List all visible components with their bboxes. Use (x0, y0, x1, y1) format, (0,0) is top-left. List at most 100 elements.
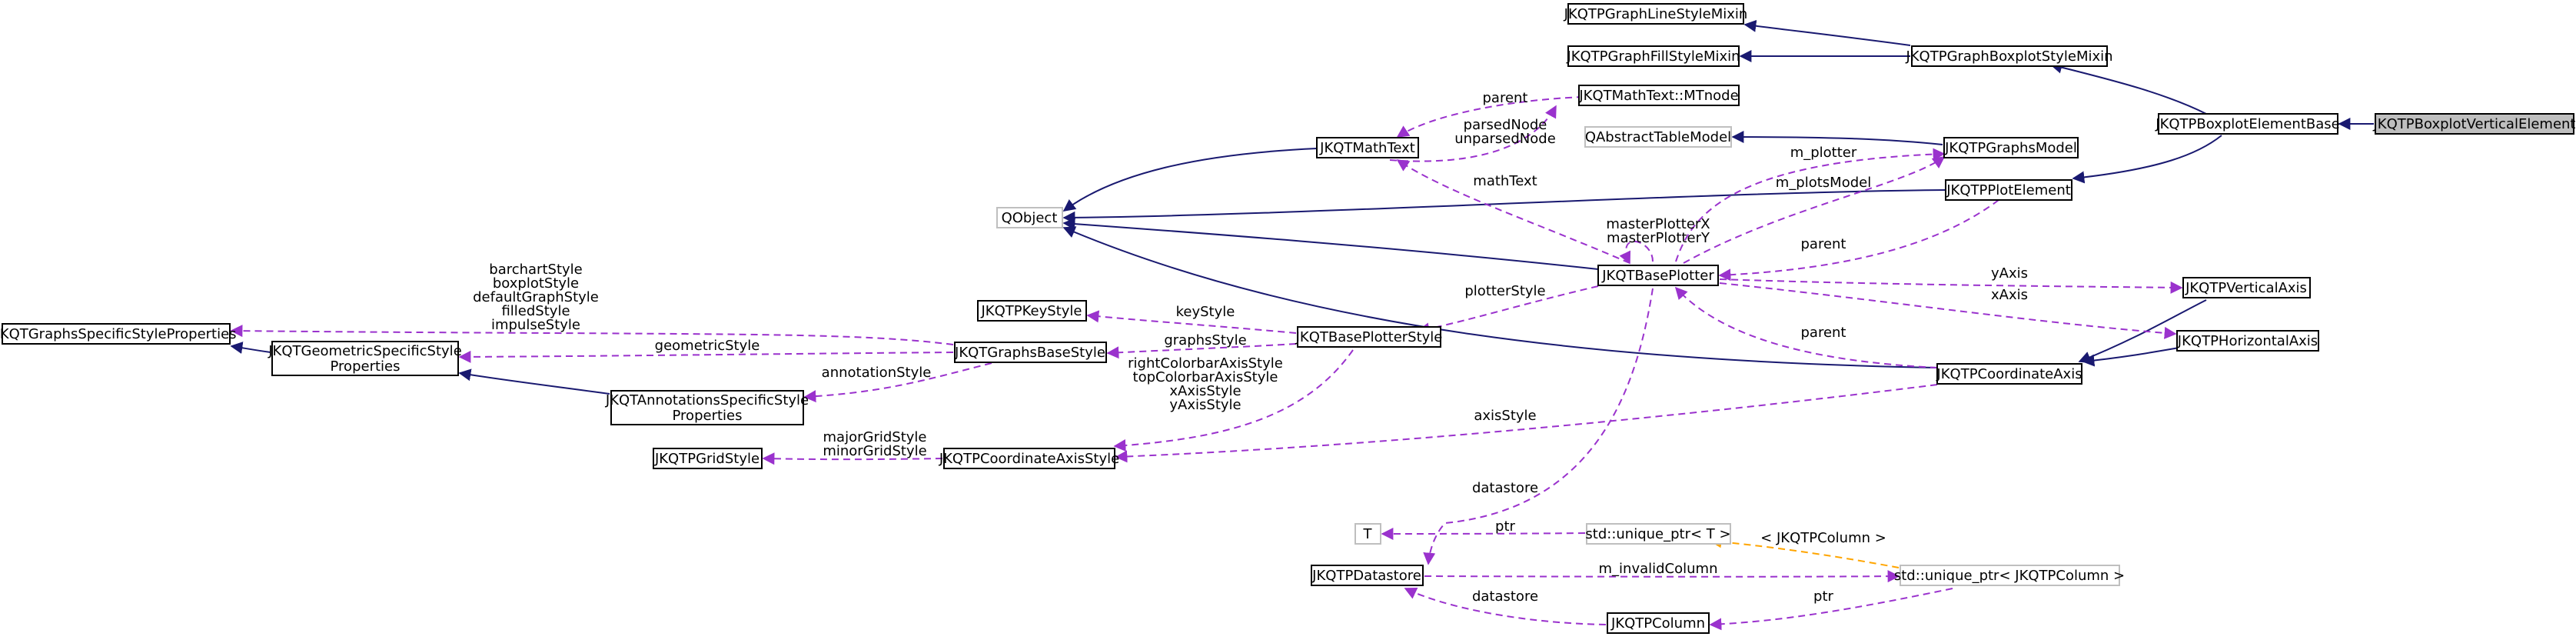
label-filled-style: filledStyle (501, 303, 570, 319)
svg-text:T: T (1363, 526, 1373, 542)
node-template-t[interactable]: T (1354, 523, 1381, 545)
node-annotations-specific-style-properties[interactable]: JKQTAnnotationsSpecificStyle Properties (605, 390, 809, 425)
node-vertical-axis[interactable]: JKQTPVerticalAxis (2182, 277, 2311, 298)
edge-base-to-boxplot-mixin (2049, 61, 2207, 115)
edge-m-invalid-column (1424, 570, 1900, 583)
node-qobject[interactable]: QObject (996, 207, 1063, 228)
label-default-graph-style: defaultGraphStyle (473, 289, 599, 305)
svg-text:JKQTGraphsSpecificStylePropert: JKQTGraphsSpecificStyleProperties (0, 326, 237, 342)
edge-plot-element-to-qobject (1062, 189, 1946, 224)
label-unparsed-node: unparsedNode (1454, 131, 1556, 147)
node-coordinate-axis[interactable]: JKQTPCoordinateAxis (1936, 363, 2082, 385)
edge-base-to-plot-element (2072, 135, 2222, 184)
node-key-style[interactable]: JKQTPKeyStyle (977, 300, 1087, 322)
edge-geometric-style (458, 350, 954, 363)
edge-datastore-column (1404, 588, 1607, 625)
edge-template-arg (1709, 535, 1900, 568)
edge-horizontal-axis-to-coordinate-axis (2082, 347, 2180, 367)
node-graphs-base-style[interactable]: JKQTGraphsBaseStyle (954, 342, 1107, 363)
edge-geometric-to-graphs-specific (230, 342, 271, 354)
node-unique-ptr-column[interactable]: std::unique_ptr< JKQTPColumn > (1894, 565, 2125, 586)
node-base-plotter[interactable]: JKQTBasePlotter (1597, 265, 1719, 286)
label-datastore-column: datastore (1472, 588, 1538, 605)
label-x-axis: xAxis (1991, 287, 2028, 303)
edge-ptr-column (1709, 588, 1953, 631)
node-coordinate-axis-style[interactable]: JKQTPCoordinateAxisStyle (939, 448, 1119, 469)
label-minor-grid-style: minorGridStyle (823, 443, 926, 459)
edge-axis-styles (1113, 349, 1354, 452)
node-graphs-model[interactable]: JKQTPGraphsModel (1943, 137, 2079, 158)
edge-master-plotter (1619, 241, 1654, 265)
node-horizontal-axis[interactable]: JKQTPHorizontalAxis (2176, 330, 2319, 352)
edge-annotations-to-geometric (458, 368, 610, 395)
edges (230, 19, 2374, 631)
edge-labels: parent parsedNode unparsedNode mathText … (473, 90, 2028, 605)
label-m-plotter: m_plotter (1790, 145, 1857, 161)
label-m-invalid-column: m_invalidColumn (1599, 561, 1718, 577)
edge-barchart-style (230, 325, 954, 345)
label-parent-plot-element: parent (1800, 236, 1846, 252)
label-major-grid-style: majorGridStyle (823, 429, 927, 445)
svg-text:JKQTMathText::MTnode: JKQTMathText::MTnode (1578, 88, 1738, 104)
label-ptr-t: ptr (1495, 518, 1515, 535)
node-math-text-mtnode[interactable]: JKQTMathText::MTnode (1578, 85, 1740, 106)
node-geometric-specific-style-properties[interactable]: JKQTGeometricSpecificStyle Properties (268, 341, 462, 376)
edge-boxplot-mixin-to-line-mixin (1743, 19, 1911, 46)
label-master-plotter-y: masterPlotterY (1607, 230, 1710, 246)
label-m-plots-model: m_plotsModel (1776, 175, 1871, 191)
node-plot-element[interactable]: JKQTPPlotElement (1945, 179, 2072, 201)
node-boxplot-vertical-element[interactable]: JKQTPBoxplotVerticalElement (2373, 113, 2576, 135)
svg-text:JKQTPCoordinateAxisStyle: JKQTPCoordinateAxisStyle (939, 451, 1119, 467)
label-key-style: keyStyle (1176, 304, 1235, 320)
label-boxplot-style: boxplotStyle (493, 275, 579, 292)
node-column[interactable]: JKQTPColumn (1607, 612, 1710, 634)
edge-ptr-t (1381, 527, 1586, 540)
svg-text:JKQTPGraphFillStyleMixin: JKQTPGraphFillStyleMixin (1566, 48, 1740, 65)
svg-text:JKQTPDatastore: JKQTPDatastore (1311, 568, 1421, 584)
svg-text:JKQTAnnotationsSpecificStyle: JKQTAnnotationsSpecificStyle (605, 392, 809, 408)
svg-text:QAbstractTableModel: QAbstractTableModel (1585, 129, 1731, 145)
edge-mathtext-usage (1396, 159, 1630, 264)
label-annotation-style: annotationStyle (822, 365, 932, 381)
node-graph-fill-style-mixin[interactable]: JKQTPGraphFillStyleMixin (1566, 45, 1740, 67)
edge-vertical-axis-to-coordinate-axis (2078, 299, 2207, 364)
edge-parent-plot-element (1718, 199, 1999, 282)
label-parsed-node: parsedNode (1464, 117, 1547, 133)
svg-text:JKQTPGraphLineStyleMixin: JKQTPGraphLineStyleMixin (1564, 6, 1748, 22)
edge-key-style (1086, 310, 1297, 334)
edge-grid-style (762, 452, 943, 465)
edge-mathtext-to-qobject (1062, 148, 1318, 212)
node-base-plotter-style[interactable]: JKQTBasePlotterStyle (1295, 326, 1443, 348)
node-datastore[interactable]: JKQTPDatastore (1311, 565, 1424, 586)
edge-coordinate-axis-to-qobject (1062, 226, 1938, 368)
svg-text:JKQTPGraphBoxplotStyleMixin: JKQTPGraphBoxplotStyleMixin (1905, 48, 2112, 65)
svg-text:JKQTPHorizontalAxis: JKQTPHorizontalAxis (2177, 333, 2318, 349)
edge-parent-mathtext (1396, 96, 1584, 138)
svg-text:JKQTPGridStyle: JKQTPGridStyle (654, 451, 760, 467)
edge-axis-style (1115, 384, 1938, 463)
svg-text:JKQTPKeyStyle: JKQTPKeyStyle (981, 303, 1082, 319)
edge-x-axis (1719, 282, 2177, 339)
node-graph-boxplot-style-mixin[interactable]: JKQTPGraphBoxplotStyleMixin (1905, 45, 2113, 67)
svg-text:JKQTGeometricSpecificStyle: JKQTGeometricSpecificStyle (268, 343, 462, 359)
node-graph-line-style-mixin[interactable]: JKQTPGraphLineStyleMixin (1564, 3, 1748, 25)
edge-annotation-style (803, 362, 992, 403)
node-boxplot-element-base[interactable]: JKQTPBoxplotElementBase (2155, 113, 2340, 135)
svg-text:JKQTGraphsBaseStyle: JKQTGraphsBaseStyle (954, 345, 1105, 361)
edge-parsed-node (1389, 105, 1557, 162)
label-plotter-style: plotterStyle (1464, 283, 1545, 299)
svg-text:JKQTPVerticalAxis: JKQTPVerticalAxis (2185, 280, 2307, 296)
node-grid-style[interactable]: JKQTPGridStyle (653, 448, 763, 469)
svg-text:std::unique_ptr< T >: std::unique_ptr< T > (1585, 526, 1730, 542)
nodes: JKQTPBoxplotVerticalElement JKQTPBoxplot… (0, 3, 2576, 634)
node-graphs-specific-style-properties[interactable]: JKQTGraphsSpecificStyleProperties (0, 323, 237, 345)
label-barchart-style: barchartStyle (489, 262, 582, 278)
node-math-text[interactable]: JKQTMathText (1316, 137, 1419, 158)
edge-y-axis (1719, 278, 2183, 294)
edge-graphs-model-to-table-model (1731, 131, 1943, 145)
svg-text:JKQTPBoxplotElementBase: JKQTPBoxplotElementBase (2155, 116, 2339, 132)
node-unique-ptr-t[interactable]: std::unique_ptr< T > (1585, 523, 1731, 545)
label-template-arg: < JKQTPColumn > (1760, 530, 1886, 546)
node-abstract-table-model[interactable]: QAbstractTableModel (1584, 126, 1732, 148)
